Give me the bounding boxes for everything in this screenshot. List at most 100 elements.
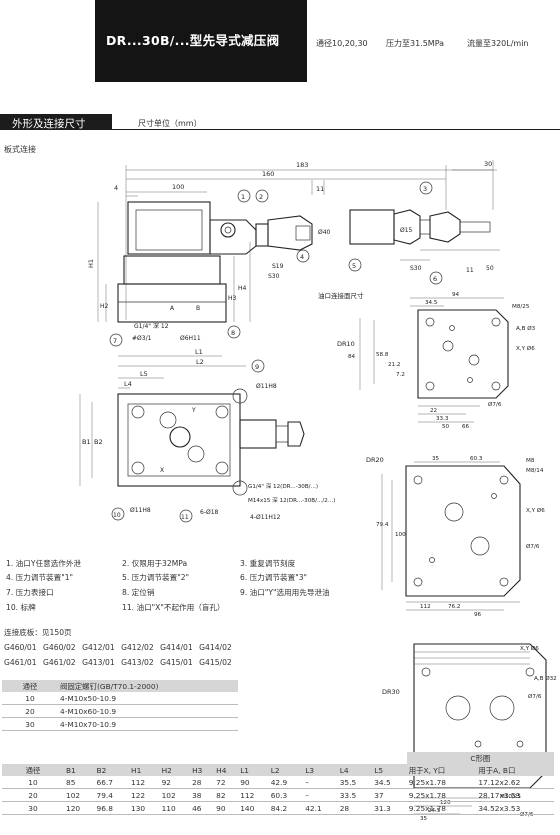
table-row: 20 4-M10x60-10.9 bbox=[2, 704, 238, 718]
dim-table-cell: 28.17x3.53 bbox=[476, 788, 554, 802]
dr20-label: DR20 bbox=[366, 456, 384, 464]
dim-table-header: L4 bbox=[337, 764, 373, 776]
bolt-cell: 4-M10x60-10.9 bbox=[58, 704, 238, 718]
dim-B1: B1 bbox=[82, 438, 91, 446]
note-11: 11. 油口"X"不起作用（盲孔） bbox=[122, 603, 225, 612]
dim-table-cell: 92 bbox=[159, 776, 191, 789]
dim-4-o11h12: 4-Ø11H12 bbox=[250, 514, 281, 521]
dim-table-cell: 9.25x1.78 bbox=[406, 801, 477, 815]
subplate-code: G413/02 bbox=[121, 658, 154, 667]
port-b-side: B bbox=[196, 305, 200, 312]
bolt-cell: 4-M10x50-10.9 bbox=[58, 692, 238, 705]
dim-table-cell: 120 bbox=[64, 801, 95, 815]
dim-s30: S30 bbox=[268, 273, 280, 280]
subplate-code: G415/01 bbox=[160, 658, 193, 667]
spec-flow: 流量至320L/min bbox=[467, 39, 529, 48]
dim-table-cell: 10 bbox=[2, 776, 64, 789]
dim-table-header: B2 bbox=[94, 764, 130, 776]
callouts: 1 2 3 4 5 6 7 8 9 10 11 bbox=[109, 181, 443, 523]
table-row: 10 4-M10x50-10.9 bbox=[2, 692, 238, 705]
dr20-xy: X,Y Ø6 bbox=[526, 507, 545, 514]
dim-o3: #Ø3/1 bbox=[132, 335, 152, 342]
dim-table-cell: 37 bbox=[372, 788, 407, 802]
dim-table-cell: 33.5 bbox=[337, 788, 373, 802]
dim-11-b: 11 bbox=[466, 267, 474, 274]
dim-L4: L4 bbox=[124, 380, 132, 388]
dim-table-cell: 28 bbox=[190, 776, 215, 789]
bolt-cell: 4-M10x70-10.9 bbox=[58, 717, 238, 731]
dim-table-cell: – bbox=[303, 788, 338, 802]
subplate-code: G413/01 bbox=[82, 658, 115, 667]
dr20-603: 60.3 bbox=[470, 456, 483, 462]
callout-1: 1 bbox=[241, 193, 245, 201]
note-1: 1. 油口Y任意选作外泄 bbox=[6, 559, 82, 568]
dim-table-header: L1 bbox=[238, 764, 269, 776]
dim-table-cell: 46 bbox=[190, 801, 215, 815]
dim-table-cell: 20 bbox=[2, 788, 64, 802]
dr30-o7: Ø7/6 bbox=[528, 693, 542, 700]
dim-100: 100 bbox=[172, 183, 184, 191]
dim-11: 11 bbox=[316, 185, 324, 193]
header-title-box bbox=[95, 0, 307, 82]
dim-table-header: H2 bbox=[159, 764, 191, 776]
dr10-333: 33.3 bbox=[436, 416, 449, 422]
dim-table-cell: 122 bbox=[129, 788, 160, 802]
bolt-th-screw: 阀固定螺钉(GB/T70.1-2000) bbox=[58, 680, 238, 692]
bolt-th-bore: 通径 bbox=[2, 680, 58, 692]
bolt-cell: 30 bbox=[2, 717, 58, 731]
note-8: 8. 定位销 bbox=[122, 588, 155, 597]
dim-table-cell: 112 bbox=[129, 776, 160, 789]
dim-L2: L2 bbox=[196, 358, 204, 366]
subplate-code: G415/02 bbox=[199, 658, 232, 667]
note-7: 7. 压力表接口 bbox=[6, 588, 54, 597]
note-4: 4. 压力调节装置"1" bbox=[6, 573, 74, 582]
dim-table-cell: 130 bbox=[129, 801, 160, 815]
dim-160: 160 bbox=[262, 170, 274, 178]
table-row: 30 4-M10x70-10.9 bbox=[2, 717, 238, 731]
subplate-code: G412/01 bbox=[82, 643, 115, 652]
bolt-cell: 20 bbox=[2, 704, 58, 718]
dim-table-cell: 9.25x1.78 bbox=[406, 776, 477, 789]
port-face-dr10: 油口连接面尺寸 DR10 34.5 94 M8/25 A,B Ø3 X,Y Ø6… bbox=[318, 291, 536, 430]
dim-table-cell: 17.12x2.62 bbox=[476, 776, 554, 789]
dr10-dim-94: 94 bbox=[452, 292, 460, 298]
dim-table-cell: 112 bbox=[238, 788, 269, 802]
dr20-762: 76.2 bbox=[448, 604, 460, 610]
note-2: 2. 仅限用于32MPa bbox=[122, 559, 188, 568]
page-title: DR...30B/...型先导式减压阀 bbox=[106, 33, 280, 48]
dr20-o7: Ø7/6 bbox=[526, 543, 540, 550]
dr20-96: 96 bbox=[474, 612, 482, 618]
dim-table-header: 通径 bbox=[2, 764, 64, 776]
dim-H4: H4 bbox=[238, 285, 247, 292]
section-rule bbox=[112, 129, 560, 130]
dim-50: 50 bbox=[486, 265, 494, 272]
mount-label: 板式连接 bbox=[4, 145, 36, 154]
section-title-bar bbox=[0, 114, 112, 130]
dr20-100: 100 bbox=[395, 532, 406, 538]
port-a-side: A bbox=[170, 305, 175, 312]
port-y-plan: Y bbox=[191, 407, 196, 414]
note-9: 9. 油口"Y"选用用先导泄油 bbox=[240, 588, 330, 597]
dim-table-cell: 102 bbox=[64, 788, 95, 802]
knob-side-view: Ø15 S30 11 50 bbox=[349, 209, 500, 274]
subplate-code: G461/02 bbox=[43, 658, 76, 667]
dim-table-cell: – bbox=[303, 776, 338, 789]
dim-4: 4 bbox=[114, 184, 118, 192]
dim-table-header: L2 bbox=[268, 764, 304, 776]
note-5: 5. 压力调节装置"2" bbox=[122, 573, 190, 582]
dim-o6h11: Ø6H11 bbox=[180, 335, 201, 342]
dr10-xy: X,Y Ø6 bbox=[516, 345, 535, 352]
dim-table-cell: 79.4 bbox=[94, 788, 130, 802]
callout-5: 5 bbox=[352, 262, 356, 270]
dim-m14-deep: M14x15 深 12(DR...-30B/.../2...) bbox=[248, 496, 335, 504]
subplate-code: G460/02 bbox=[43, 643, 76, 652]
dr20-m814: M8/14 bbox=[526, 468, 544, 474]
callout-2: 2 bbox=[259, 193, 263, 201]
dim-table-cell: 34.5 bbox=[372, 776, 407, 789]
dr10-72: 7.2 bbox=[396, 372, 405, 378]
dim-table-cell: 42.9 bbox=[268, 776, 304, 789]
dim-g14: G1/4" 深 12 bbox=[134, 322, 169, 330]
section-unit: 尺寸单位（mm） bbox=[138, 119, 202, 128]
callout-8: 8 bbox=[231, 329, 235, 337]
